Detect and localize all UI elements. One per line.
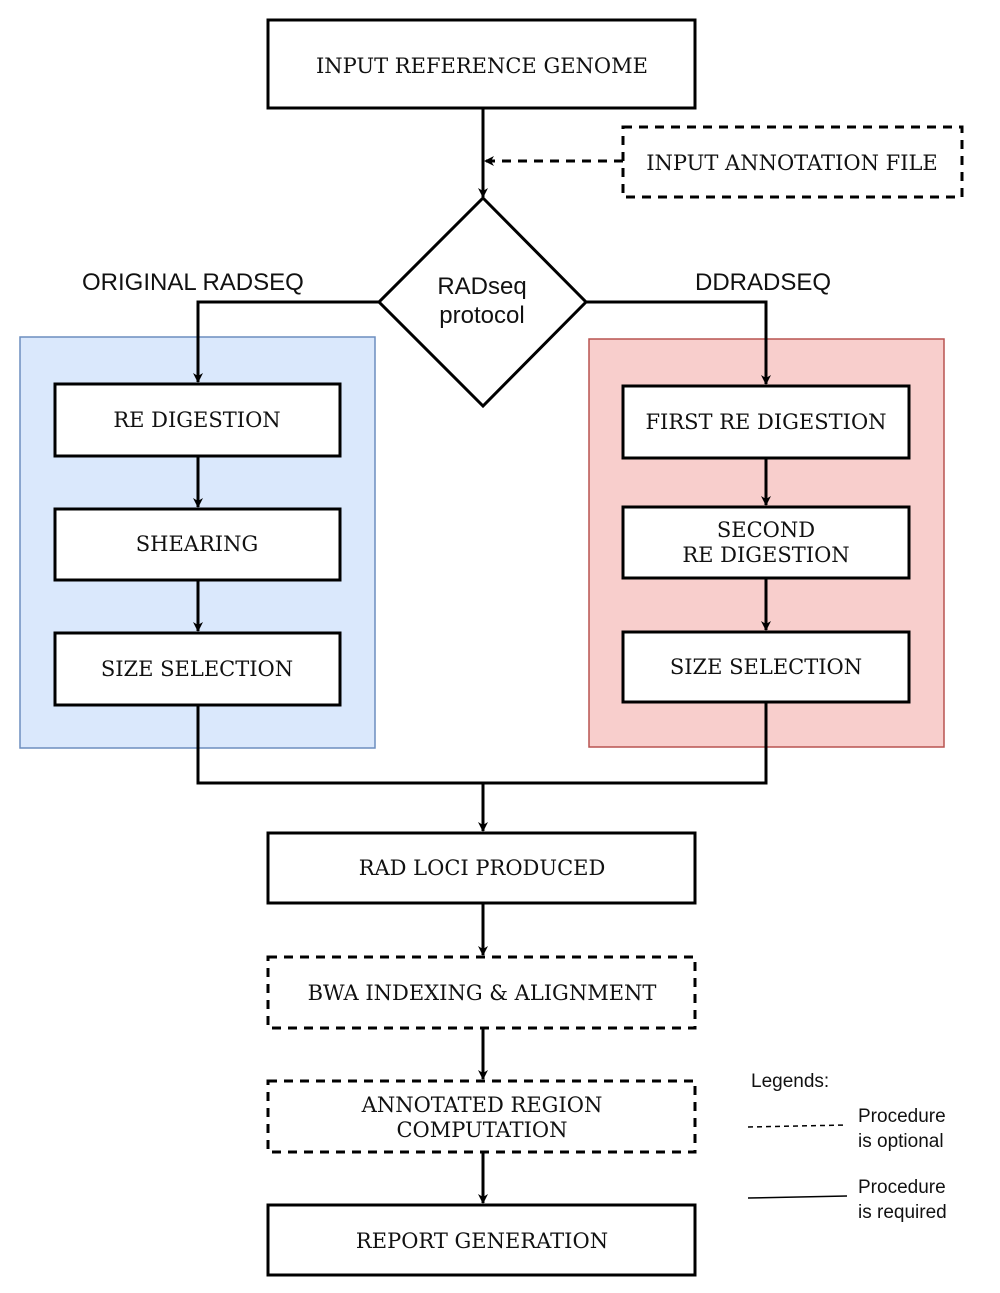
arrow-decision-to-first-re-digestion — [586, 300, 771, 385]
merge-line-right — [483, 702, 768, 785]
node-label-line2: RE DIGESTION — [682, 543, 849, 567]
node-label-line1: SECOND — [717, 518, 815, 542]
arrow-decision-to-re-digestion — [193, 300, 379, 383]
node-input-annotation-file: INPUT ANNOTATION FILE — [621, 125, 964, 199]
node-input-reference-genome: INPUT REFERENCE GENOME — [266, 18, 697, 110]
node-label: SHEARING — [136, 532, 258, 556]
node-first-re-digestion: FIRST RE DIGESTION — [621, 384, 911, 460]
decision-label-line1: RADseq — [437, 273, 526, 300]
node-label: RAD LOCI PRODUCED — [359, 856, 606, 880]
branch-label-original-radseq: ORIGINAL RADSEQ — [82, 269, 304, 296]
legend-required-line1: Procedure — [858, 1177, 946, 1198]
node-annotated-region-computation: ANNOTATED REGION COMPUTATION — [266, 1079, 697, 1154]
node-label: SIZE SELECTION — [101, 657, 293, 681]
node-radseq-protocol-decision: RADseq protocol — [376, 195, 589, 409]
decision-label-line2: protocol — [439, 302, 524, 329]
node-label: BWA INDEXING & ALIGNMENT — [308, 981, 657, 1005]
legend-required-line2: is required — [858, 1202, 947, 1223]
branch-label-ddradseq: DDRADSEQ — [695, 269, 831, 296]
node-re-digestion: RE DIGESTION — [53, 382, 342, 458]
legend-optional-line — [747, 1124, 848, 1128]
legend-optional-line2: is optional — [858, 1131, 944, 1152]
node-size-selection-left: SIZE SELECTION — [53, 631, 342, 707]
node-bwa-indexing-alignment: BWA INDEXING & ALIGNMENT — [266, 955, 697, 1030]
legend-title: Legends: — [751, 1071, 829, 1092]
legend-optional-line1: Procedure — [858, 1106, 946, 1127]
node-label: INPUT ANNOTATION FILE — [646, 151, 938, 175]
node-report-generation: REPORT GENERATION — [266, 1203, 697, 1277]
node-size-selection-right: SIZE SELECTION — [621, 630, 911, 704]
node-label: SIZE SELECTION — [670, 655, 862, 679]
node-second-re-digestion: SECOND RE DIGESTION — [621, 505, 911, 580]
legend: Legends: Procedure is optional Procedure… — [747, 1071, 947, 1223]
legend-required-line — [747, 1195, 848, 1199]
merge-line-left — [196, 705, 483, 785]
node-label: REPORT GENERATION — [356, 1229, 608, 1253]
node-label: INPUT REFERENCE GENOME — [316, 54, 648, 78]
node-rad-loci-produced: RAD LOCI PRODUCED — [266, 831, 697, 905]
node-shearing: SHEARING — [53, 507, 342, 582]
node-label: FIRST RE DIGESTION — [645, 410, 886, 434]
node-label: RE DIGESTION — [113, 408, 280, 432]
node-label-line1: ANNOTATED REGION — [361, 1093, 603, 1117]
node-label-line2: COMPUTATION — [396, 1118, 567, 1142]
